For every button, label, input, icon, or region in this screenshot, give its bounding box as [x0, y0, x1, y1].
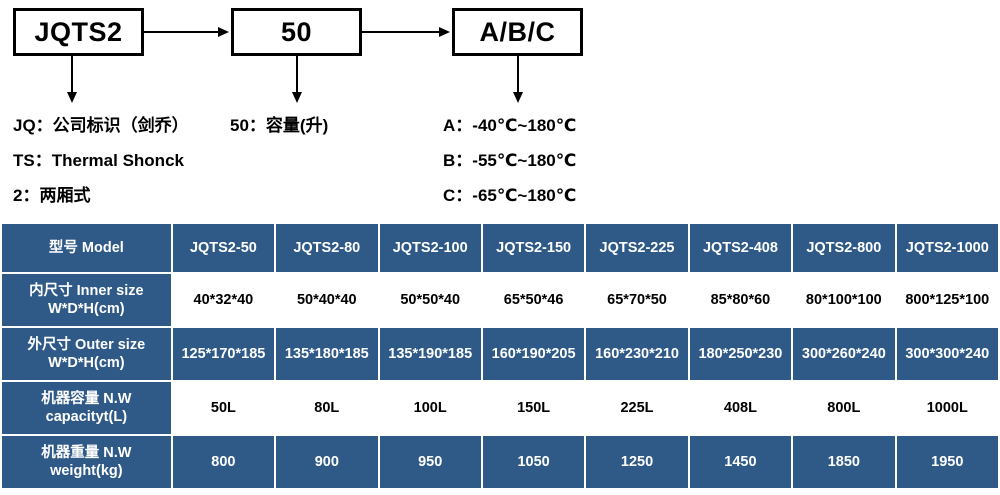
table-cell: 100L: [379, 382, 481, 434]
table-cell: 85*80*60: [689, 274, 792, 326]
table-header-cell: JQTS2-100: [379, 224, 481, 272]
legend-model-code: JQ：公司标识（剑乔） TS：Thermal Shonck 2：两厢式: [13, 117, 189, 222]
table-header-label: 型号 Model: [2, 224, 171, 272]
table-cell: 160*230*210: [586, 328, 688, 380]
table-cell: 125*170*185: [172, 328, 275, 380]
legend-line-volume: 50：容量(升): [230, 116, 329, 135]
table-header-cell: JQTS2-800: [793, 224, 895, 272]
row-label-line2: W*D*H(cm): [48, 301, 125, 317]
table-cell: 40*32*40: [172, 274, 275, 326]
table-cell: 50*50*40: [379, 274, 481, 326]
table-cell: 135*180*185: [276, 328, 378, 380]
table-cell: 180*250*230: [689, 328, 792, 380]
arrow-right-icon: [218, 27, 229, 37]
legend-volume: 50：容量(升): [230, 117, 328, 152]
table-header-cell: JQTS2-408: [689, 224, 792, 272]
arrow-down-icon: [67, 92, 77, 103]
table-cell: 800L: [793, 382, 895, 434]
connector-line-volume-to-legend: [296, 56, 298, 94]
row-label-line2: weight(kg): [50, 463, 123, 479]
table-cell: 1250: [586, 436, 688, 488]
table-cell: 50*40*40: [276, 274, 378, 326]
row-label-capacity: 机器容量 N.W capacityt(L): [2, 382, 171, 434]
table-cell: 300*260*240: [793, 328, 895, 380]
connector-line-model-to-legend: [71, 56, 73, 94]
table-cell: 1950: [896, 436, 998, 488]
table-row: 内尺寸 Inner size W*D*H(cm) 40*32*40 50*40*…: [2, 274, 998, 326]
legend-line-b: B：-55℃~180℃: [443, 151, 577, 170]
table-cell: 135*190*185: [379, 328, 481, 380]
table-cell: 225L: [586, 382, 688, 434]
row-label-line1: 外尺寸 Outer size: [27, 336, 146, 353]
table-header-cell: JQTS2-225: [586, 224, 688, 272]
table-row: 机器重量 N.W weight(kg) 800 900 950 1050 125…: [2, 436, 998, 488]
connector-line-model-to-volume: [144, 31, 220, 33]
row-label-line2: W*D*H(cm): [48, 355, 125, 371]
table-row: 机器容量 N.W capacityt(L) 50L 80L 100L 150L …: [2, 382, 998, 434]
table-cell: 900: [276, 436, 378, 488]
legend-line-c: C：-65℃~180℃: [443, 186, 577, 205]
table-cell: 65*50*46: [482, 274, 585, 326]
table-cell: 80L: [276, 382, 378, 434]
table-header-cell: JQTS2-150: [482, 224, 585, 272]
row-label-line1: 机器容量 N.W: [41, 390, 132, 407]
legend-line-2: 2：两厢式: [13, 186, 91, 205]
table-cell: 800*125*100: [896, 274, 998, 326]
row-label-line1: 内尺寸 Inner size: [29, 282, 144, 299]
table-cell: 150L: [482, 382, 585, 434]
row-label-weight: 机器重量 N.W weight(kg): [2, 436, 171, 488]
table-cell: 50L: [172, 382, 275, 434]
table-cell: 800: [172, 436, 275, 488]
table-cell: 1850: [793, 436, 895, 488]
table-cell: 300*300*240: [896, 328, 998, 380]
table-header-cell: JQTS2-50: [172, 224, 275, 272]
table-row: 外尺寸 Outer size W*D*H(cm) 125*170*185 135…: [2, 328, 998, 380]
row-label-inner-size: 内尺寸 Inner size W*D*H(cm): [2, 274, 171, 326]
connector-line-temperature-to-legend: [517, 56, 519, 94]
table-cell: 65*70*50: [586, 274, 688, 326]
table-cell: 950: [379, 436, 481, 488]
arrow-down-icon: [292, 92, 302, 103]
legend-line-jq: JQ：公司标识（剑乔）: [13, 116, 189, 135]
connector-line-volume-to-temperature: [362, 31, 440, 33]
table-header-cell: JQTS2-80: [276, 224, 378, 272]
diagram-box-volume-label: 50: [280, 16, 313, 47]
legend-temperature-range: A：-40℃~180℃ B：-55℃~180℃ C：-65℃~180℃: [443, 117, 576, 222]
table-cell: 1000L: [896, 382, 998, 434]
table-cell: 1050: [482, 436, 585, 488]
diagram-box-model: JQTS2: [13, 8, 144, 56]
arrow-down-icon: [513, 92, 523, 103]
table-cell: 160*190*205: [482, 328, 585, 380]
table-cell: 1450: [689, 436, 792, 488]
row-label-line1: 机器重量 N.W: [41, 444, 132, 461]
legend-line-ts: TS：Thermal Shonck: [13, 151, 184, 170]
row-label-line2: capacityt(L): [45, 409, 128, 425]
diagram-box-model-label: JQTS2: [34, 16, 123, 47]
diagram-box-temperature-label: A/B/C: [479, 16, 556, 47]
table-header-cell: JQTS2-1000: [896, 224, 998, 272]
arrow-right-icon: [439, 27, 450, 37]
table-header-row: 型号 Model JQTS2-50 JQTS2-80 JQTS2-100 JQT…: [2, 224, 998, 272]
table-cell: 408L: [689, 382, 792, 434]
diagram-box-temperature: A/B/C: [452, 8, 583, 56]
table-cell: 80*100*100: [793, 274, 895, 326]
specification-table: 型号 Model JQTS2-50 JQTS2-80 JQTS2-100 JQT…: [0, 222, 1000, 490]
legend-line-a: A：-40℃~180℃: [443, 116, 577, 135]
row-label-outer-size: 外尺寸 Outer size W*D*H(cm): [2, 328, 171, 380]
diagram-box-volume: 50: [231, 8, 362, 56]
model-code-diagram: JQTS2 50 A/B/C JQ：公司标识（剑乔） TS：Thermal Sh…: [0, 0, 1000, 215]
